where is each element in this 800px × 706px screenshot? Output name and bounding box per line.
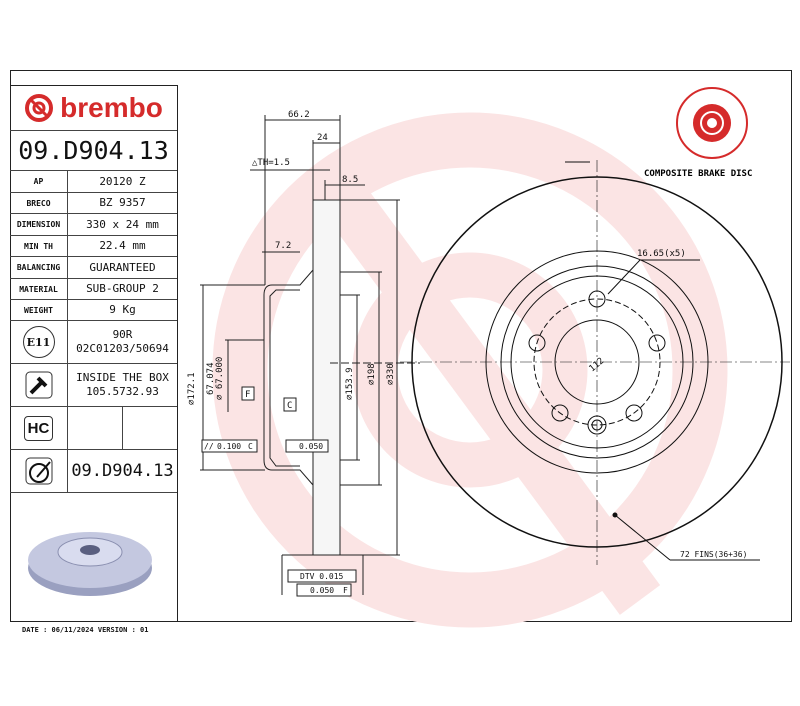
fins-label: 72 FINS(36+36) bbox=[680, 550, 747, 559]
section-labels: 66.2 24 △TH=1.5 8.5 7.2 ∅172.1 67.074 ∅ … bbox=[187, 110, 396, 597]
runout-value: 0.050 bbox=[310, 586, 334, 595]
dim-24: 24 bbox=[317, 133, 328, 143]
spec-label: WEIGHT bbox=[10, 300, 68, 320]
holes-label: 16.65(x5) bbox=[637, 249, 686, 259]
brembo-watermark bbox=[212, 112, 728, 628]
dim-172-1: ∅172.1 bbox=[187, 372, 197, 405]
datum-c: C bbox=[287, 401, 292, 411]
dim-153-9: ∅153.9 bbox=[345, 367, 355, 400]
dim-7-2: 7.2 bbox=[275, 241, 291, 251]
spec-value: 330 x 24 mm bbox=[86, 217, 159, 231]
spec-value: GUARANTEED bbox=[89, 260, 156, 274]
screw-part-number: 105.5732.93 bbox=[86, 385, 159, 398]
datum-f: F bbox=[245, 390, 250, 400]
disc-kit-icon bbox=[25, 457, 52, 485]
kit-part-number: 09.D904.13 bbox=[71, 461, 174, 481]
dtv-value: DTV 0.015 bbox=[300, 572, 344, 581]
brand-name: brembo bbox=[60, 92, 163, 123]
dim-330: ∅330 bbox=[386, 363, 396, 385]
homologation-code: 90R bbox=[112, 328, 133, 341]
dim-8-5: 8.5 bbox=[342, 175, 358, 185]
spec-label: BRECO bbox=[10, 193, 68, 213]
part-number: 09.D904.13 bbox=[10, 131, 177, 171]
spec-value: 9 Kg bbox=[109, 303, 136, 316]
front-view bbox=[400, 160, 790, 565]
brembo-logo-icon bbox=[25, 94, 54, 122]
pcd-label: 112 bbox=[588, 356, 607, 374]
parallelism-symbol: // bbox=[204, 442, 214, 451]
homologation-number: 02C01203/50694 bbox=[76, 342, 169, 355]
parallelism-ref: C bbox=[248, 442, 253, 451]
spec-label: AP bbox=[10, 171, 68, 192]
spec-value: 22.4 mm bbox=[99, 239, 146, 252]
screw-icon bbox=[25, 371, 52, 399]
date-version: DATE : 06/11/2024 VERSION : 01 bbox=[22, 626, 149, 634]
section-view bbox=[200, 115, 420, 595]
dim-198: ∅198 bbox=[367, 363, 377, 385]
brand-logo: brembo bbox=[10, 86, 177, 131]
disc-product-image bbox=[28, 532, 152, 596]
spec-value: BZ 9357 bbox=[99, 196, 146, 209]
spec-label: MATERIAL bbox=[10, 279, 68, 299]
runout-ref: F bbox=[343, 586, 348, 595]
e11-badge: E11 bbox=[22, 326, 55, 358]
spec-label: DIMENSION bbox=[10, 214, 68, 235]
hc-badge: HC bbox=[23, 415, 54, 441]
spec-label: BALANCING bbox=[10, 257, 68, 278]
dim-66-2: 66.2 bbox=[288, 110, 310, 120]
spec-panel: brembo 09.D904.13 AP 20120 Z BRECO BZ 9357… bbox=[10, 85, 178, 622]
dim-67-074: 67.074 bbox=[206, 362, 216, 395]
spec-label: MIN TH bbox=[10, 236, 68, 256]
composite-label: COMPOSITE BRAKE DISC bbox=[644, 169, 752, 179]
drawing-frame bbox=[10, 70, 792, 622]
dim-th: △TH=1.5 bbox=[252, 158, 290, 168]
dim-67-000: ∅ 67.000 bbox=[215, 357, 225, 400]
spec-value: 20120 Z bbox=[99, 174, 146, 188]
screw-note: INSIDE THE BOX bbox=[76, 371, 169, 384]
spec-value: SUB-GROUP 2 bbox=[86, 282, 159, 295]
flatness-value: 0.050 bbox=[299, 442, 323, 451]
composite-disc-icon bbox=[676, 87, 748, 159]
parallelism-value: 0.100 bbox=[217, 442, 241, 451]
